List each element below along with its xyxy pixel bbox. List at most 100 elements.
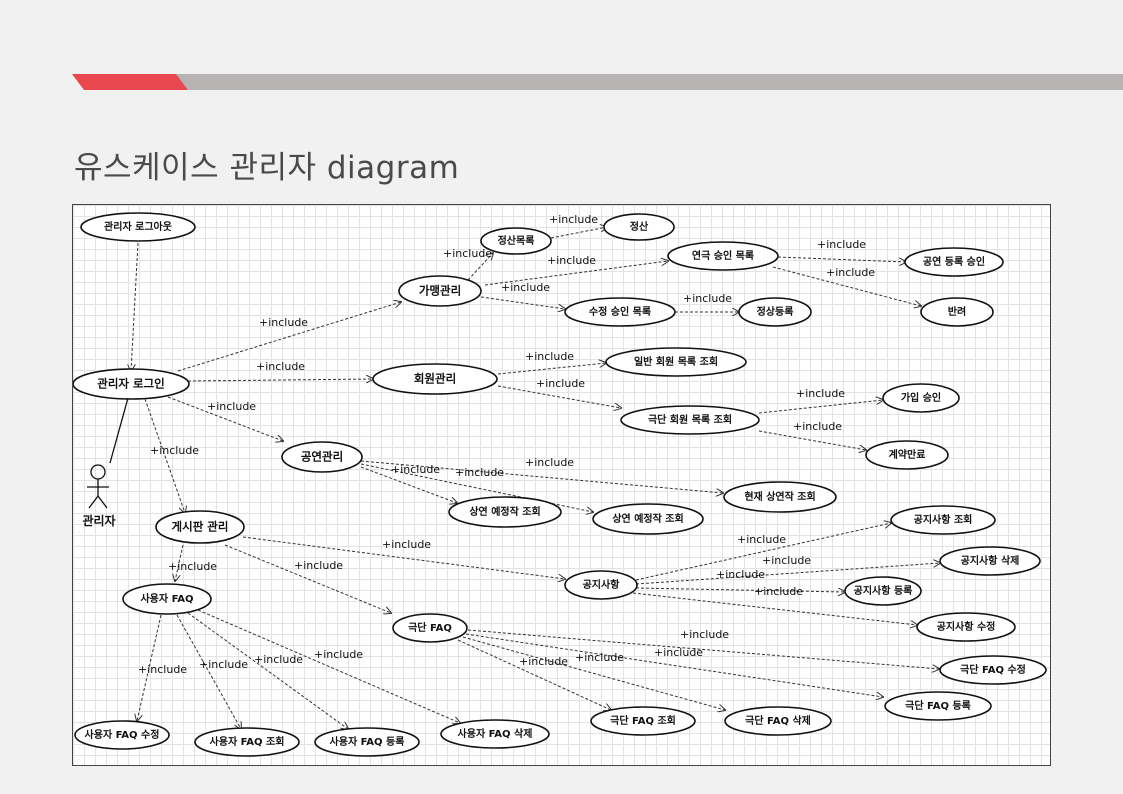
include-label: +include — [256, 360, 305, 373]
header-accent-bar — [72, 74, 188, 90]
edge-board-notice — [242, 536, 565, 579]
uc-general-member-list: 일반 회원 목록 조회 — [605, 347, 747, 377]
svg-text:공지사항 조회: 공지사항 조회 — [914, 513, 973, 526]
edge-notice-delete — [635, 563, 940, 585]
edge-member-general — [497, 363, 606, 375]
svg-text:공지사항 삭제: 공지사항 삭제 — [961, 554, 1020, 567]
uc-settlement-mgmt: 가맹관리 — [398, 275, 482, 307]
uc-troupe-faq-register: 극단 FAQ 등록 — [884, 691, 992, 721]
edge-userfaq-view — [176, 614, 241, 729]
svg-text:수정 승인 목록: 수정 승인 목록 — [589, 305, 651, 318]
uc-current-show: 현재 상연작 조회 — [723, 481, 837, 513]
uc-user-faq: 사용자 FAQ — [122, 583, 212, 615]
svg-text:상연 예정작 조회: 상연 예정작 조회 — [612, 512, 683, 525]
include-label: +include — [796, 387, 845, 400]
svg-text:공연 등록 승인: 공연 등록 승인 — [923, 255, 985, 268]
uc-upcoming-show-1: 상연 예정작 조회 — [448, 496, 562, 528]
include-label: +include — [382, 538, 431, 551]
uc-troupe-faq-view: 극단 FAQ 조회 — [590, 706, 696, 736]
uc-contract-end: 계약만료 — [865, 440, 949, 470]
edge-settle-playapproval — [484, 261, 668, 286]
include-label: +include — [826, 266, 875, 279]
svg-text:일반 회원 목록 조회: 일반 회원 목록 조회 — [634, 355, 718, 368]
include-label: +include — [150, 444, 199, 457]
include-edges — [131, 227, 940, 729]
uc-notice-view: 공지사항 조회 — [890, 505, 996, 535]
edge-troupefaq-delete — [462, 636, 725, 710]
svg-text:회원관리: 회원관리 — [414, 372, 456, 386]
include-label: +include — [138, 663, 187, 676]
include-label: +include — [443, 247, 492, 260]
slide-title: 유스케이스 관리자 diagram — [74, 150, 460, 186]
uc-user-faq-delete: 사용자 FAQ 삭제 — [440, 719, 550, 749]
svg-text:공지사항: 공지사항 — [583, 578, 621, 591]
uc-show-reg-approval: 공연 등록 승인 — [904, 247, 1004, 277]
include-label: +include — [294, 559, 343, 572]
uc-user-faq-register: 사용자 FAQ 등록 — [314, 727, 420, 757]
edge-board-troupefaq — [224, 544, 391, 613]
include-label: +include — [455, 466, 504, 479]
svg-text:사용자 FAQ 등록: 사용자 FAQ 등록 — [330, 735, 405, 748]
uc-join-approval: 가입 승인 — [882, 383, 960, 413]
uc-notice-register: 공지사항 등록 — [844, 576, 922, 606]
svg-text:정산목록: 정산목록 — [498, 234, 535, 247]
edge-notice-register — [635, 587, 845, 592]
include-label: +include — [525, 350, 574, 363]
include-label: +include — [501, 281, 550, 294]
edge-settle-editapproval — [480, 296, 565, 309]
uc-reject: 반려 — [920, 297, 994, 327]
svg-text:극단 FAQ 조회: 극단 FAQ 조회 — [610, 714, 676, 727]
svg-text:극단 FAQ 삭제: 극단 FAQ 삭제 — [745, 714, 811, 727]
uc-user-faq-edit: 사용자 FAQ 수정 — [74, 720, 170, 750]
admin-actor: 관리자 — [82, 397, 129, 528]
svg-text:공지사항 등록: 공지사항 등록 — [854, 584, 913, 597]
uc-notice-delete: 공지사항 삭제 — [939, 546, 1041, 576]
edge-settle-list — [467, 253, 493, 281]
edge-troupefaq-register — [465, 633, 883, 697]
edge-login-board — [144, 398, 185, 513]
edge-logout-login — [131, 242, 139, 371]
svg-text:사용자 FAQ 조회: 사용자 FAQ 조회 — [210, 735, 285, 748]
edge-notice-view — [635, 523, 891, 581]
edge-list-settle — [550, 227, 607, 239]
include-label: +include — [168, 560, 217, 573]
svg-text:공지사항 수정: 공지사항 수정 — [937, 620, 996, 633]
edge-login-membermgmt — [187, 379, 373, 381]
svg-text:정상등록: 정상등록 — [757, 305, 794, 318]
svg-text:가입 승인: 가입 승인 — [901, 391, 941, 404]
include-label: +include — [254, 653, 303, 666]
include-label: +include — [654, 646, 703, 659]
edge-login-settlementmgmt — [177, 302, 401, 372]
include-label: +include — [575, 651, 624, 664]
include-label: +include — [683, 292, 732, 305]
include-label: +include — [547, 254, 596, 267]
uc-show-mgmt: 공연관리 — [281, 441, 363, 473]
actor-label: 관리자 — [82, 513, 115, 528]
include-label: +include — [754, 585, 803, 598]
include-label: +include — [199, 658, 248, 671]
svg-text:사용자 FAQ: 사용자 FAQ — [140, 592, 193, 605]
uc-troupe-faq: 극단 FAQ — [392, 613, 468, 643]
uc-board-mgmt: 게시판 관리 — [155, 510, 245, 544]
uc-play-approval-list: 연극 승인 목록 — [667, 241, 779, 271]
uc-upcoming-show-2: 상연 예정작 조회 — [592, 503, 704, 535]
include-label: +include — [314, 648, 363, 661]
include-label: +include — [817, 238, 866, 251]
edge-troupefaq-edit — [467, 629, 939, 669]
uc-edit-approval-list: 수정 승인 목록 — [564, 297, 676, 327]
include-label: +include — [762, 554, 811, 567]
svg-text:극단 FAQ: 극단 FAQ — [408, 621, 452, 634]
include-label: +include — [680, 628, 729, 641]
svg-text:사용자 FAQ 수정: 사용자 FAQ 수정 — [85, 728, 160, 741]
svg-text:극단 FAQ 등록: 극단 FAQ 등록 — [905, 699, 971, 712]
svg-text:관리자 로그아웃: 관리자 로그아웃 — [104, 220, 172, 233]
uc-normal-reg: 정상등록 — [738, 297, 812, 327]
uc-troupe-faq-edit: 극단 FAQ 수정 — [939, 655, 1047, 685]
edge-playapproval-showreg — [777, 256, 906, 262]
svg-text:공연관리: 공연관리 — [301, 450, 343, 464]
edge-login-showmgmt — [167, 396, 283, 441]
svg-text:반려: 반려 — [948, 305, 966, 318]
svg-text:게시판 관리: 게시판 관리 — [172, 520, 229, 534]
uc-troupe-faq-delete: 극단 FAQ 삭제 — [724, 706, 832, 736]
edge-userfaq-edit — [137, 614, 162, 721]
